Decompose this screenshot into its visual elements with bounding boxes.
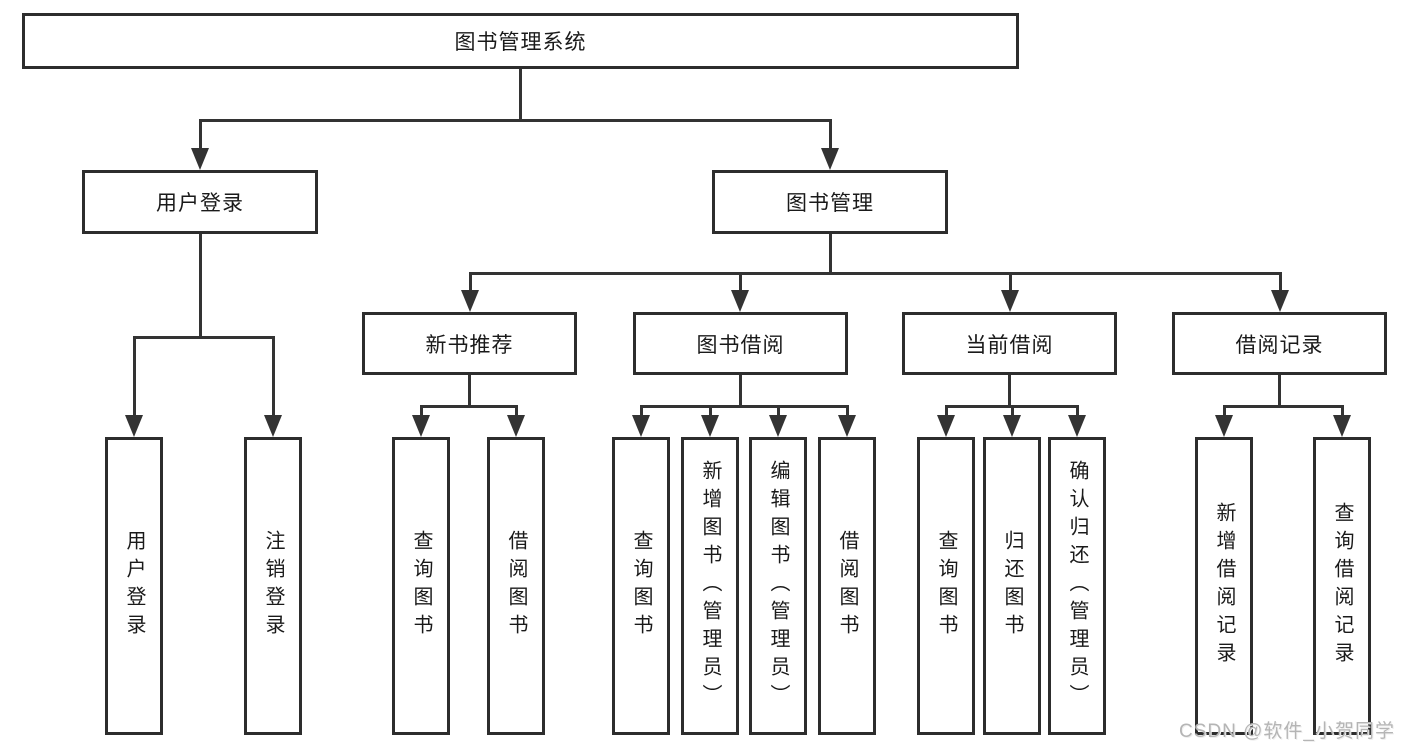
leaf-query-book-1-label: 查询图书: [410, 530, 432, 642]
node-root: 图书管理系统: [22, 13, 1019, 69]
node-current-borrow-label: 当前借阅: [965, 333, 1054, 357]
node-current-borrow: 当前借阅: [902, 312, 1117, 375]
leaf-return-book: 归还图书: [983, 437, 1041, 735]
leaf-edit-book: 编辑图书（管理员）: [749, 437, 807, 735]
node-book-borrow-label: 图书借阅: [696, 333, 785, 357]
connector-book-management-stem: [829, 234, 832, 275]
connector-to-leaf-user-login: [133, 336, 136, 416]
connector-to-leaf-add-record: [1223, 405, 1226, 417]
connector-to-leaf-return-book: [1011, 405, 1014, 417]
leaf-add-record: 新增借阅记录: [1195, 437, 1253, 735]
connector-to-leaf-query-book-2: [640, 405, 643, 417]
leaf-query-book-2: 查询图书: [612, 437, 670, 735]
node-new-book-recommend-label: 新书推荐: [425, 333, 514, 357]
node-book-management-label: 图书管理: [786, 192, 874, 215]
connector-user-login-rail: [133, 336, 275, 339]
node-root-label: 图书管理系统: [454, 31, 587, 54]
arrowhead-leaf-add-record-icon: [1215, 415, 1233, 437]
connector-borrow-record-rail: [1223, 405, 1344, 408]
node-user-login-label: 用户登录: [156, 192, 244, 215]
arrowhead-leaf-user-login-icon: [125, 415, 143, 437]
arrowhead-leaf-query-book-1-icon: [412, 415, 430, 437]
leaf-query-book-1: 查询图书: [392, 437, 450, 735]
arrowhead-new-book-recommend-icon: [461, 290, 479, 312]
leaf-borrow-book-2: 借阅图书: [818, 437, 876, 735]
connector-to-leaf-edit-book: [777, 405, 780, 417]
leaf-user-login: 用户登录: [105, 437, 163, 735]
connector-user-login-stem: [199, 234, 202, 339]
node-book-management: 图书管理: [712, 170, 948, 234]
connector-to-book-borrow: [739, 272, 742, 292]
connector-to-current-borrow: [1009, 272, 1012, 292]
connector-to-leaf-borrow-book-1: [515, 405, 518, 417]
node-borrow-record-label: 借阅记录: [1235, 333, 1324, 357]
arrowhead-borrow-record-icon: [1271, 290, 1289, 312]
node-new-book-recommend: 新书推荐: [362, 312, 577, 375]
leaf-return-book-label: 归还图书: [1001, 530, 1023, 642]
node-borrow-record: 借阅记录: [1172, 312, 1387, 375]
connector-to-user-login: [199, 119, 202, 150]
arrowhead-book-management-icon: [821, 148, 839, 170]
connector-book-borrow-stem: [739, 375, 742, 408]
leaf-logout-label: 注销登录: [262, 530, 284, 642]
leaf-query-book-2-label: 查询图书: [630, 530, 652, 642]
arrowhead-current-borrow-icon: [1001, 290, 1019, 312]
connector-to-leaf-borrow-book-2: [846, 405, 849, 417]
leaf-query-record-label: 查询借阅记录: [1331, 502, 1353, 670]
arrowhead-leaf-borrow-book-1-icon: [507, 415, 525, 437]
leaf-user-login-label: 用户登录: [123, 530, 145, 642]
leaf-query-book-3-label: 查询图书: [935, 530, 957, 642]
arrowhead-leaf-confirm-return-icon: [1068, 415, 1086, 437]
arrowhead-leaf-query-book-2-icon: [632, 415, 650, 437]
connector-to-leaf-confirm-return: [1076, 405, 1079, 417]
leaf-borrow-book-2-label: 借阅图书: [836, 530, 858, 642]
connector-to-leaf-query-record: [1341, 405, 1344, 417]
leaf-add-book-label: 新增图书（管理员）: [699, 460, 721, 712]
arrowhead-leaf-edit-book-icon: [769, 415, 787, 437]
leaf-query-record: 查询借阅记录: [1313, 437, 1371, 735]
connector-new-book-recommend-stem: [468, 375, 471, 408]
leaf-confirm-return: 确认归还（管理员）: [1048, 437, 1106, 735]
csdn-watermark: CSDN @软件_小贺同学: [1179, 721, 1395, 742]
connector-new-book-recommend-rail: [420, 405, 518, 408]
leaf-borrow-book-1-label: 借阅图书: [505, 530, 527, 642]
arrowhead-leaf-borrow-book-2-icon: [838, 415, 856, 437]
leaf-borrow-book-1: 借阅图书: [487, 437, 545, 735]
node-user-login: 用户登录: [82, 170, 318, 234]
leaf-query-book-3: 查询图书: [917, 437, 975, 735]
leaf-confirm-return-label: 确认归还（管理员）: [1066, 460, 1088, 712]
leaf-add-book: 新增图书（管理员）: [681, 437, 739, 735]
connector-to-borrow-record: [1279, 272, 1282, 292]
leaf-edit-book-label: 编辑图书（管理员）: [767, 460, 789, 712]
node-book-borrow: 图书借阅: [633, 312, 848, 375]
connector-to-leaf-query-book-3: [945, 405, 948, 417]
connector-level3-rail: [469, 272, 1282, 275]
arrowhead-leaf-logout-icon: [264, 415, 282, 437]
arrowhead-user-login-icon: [191, 148, 209, 170]
connector-to-book-management: [829, 119, 832, 150]
arrowhead-leaf-query-record-icon: [1333, 415, 1351, 437]
leaf-add-record-label: 新增借阅记录: [1213, 502, 1235, 670]
connector-to-leaf-add-book: [709, 405, 712, 417]
connector-borrow-record-stem: [1278, 375, 1281, 408]
arrowhead-leaf-add-book-icon: [701, 415, 719, 437]
connector-to-leaf-logout: [272, 336, 275, 416]
leaf-logout: 注销登录: [244, 437, 302, 735]
connector-to-leaf-query-book-1: [420, 405, 423, 417]
arrowhead-leaf-return-book-icon: [1003, 415, 1021, 437]
connector-book-borrow-rail: [640, 405, 849, 408]
connector-to-new-book-recommend: [469, 272, 472, 292]
connector-level2-rail: [199, 119, 832, 122]
arrowhead-book-borrow-icon: [731, 290, 749, 312]
connector-root-stem: [519, 69, 522, 122]
connector-current-borrow-stem: [1008, 375, 1011, 408]
arrowhead-leaf-query-book-3-icon: [937, 415, 955, 437]
